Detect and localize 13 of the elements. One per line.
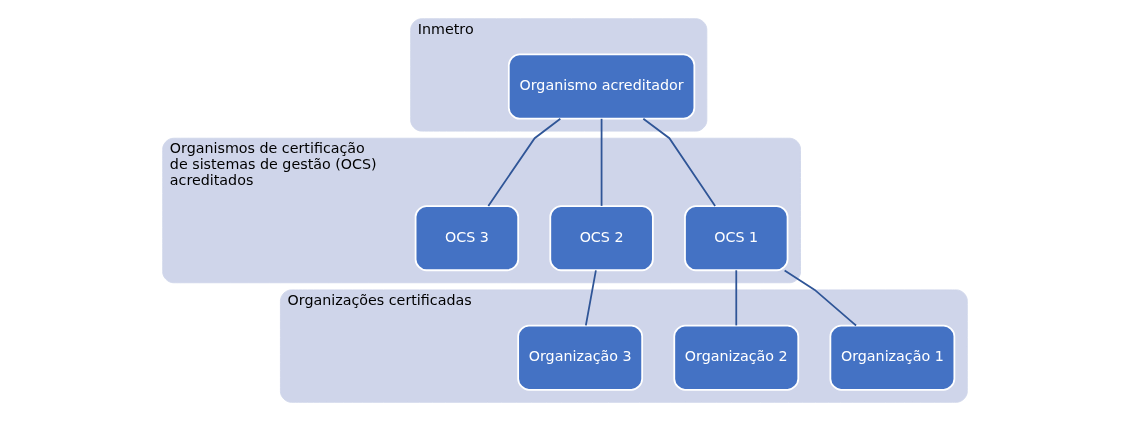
node-box: OCS 3 [414,205,520,272]
node-box: Organização 2 [673,324,800,391]
connector [642,117,716,207]
connector [783,269,857,327]
node-box: OCS 1 [684,205,789,272]
node-box: Organismo acreditador [507,53,696,120]
connector [600,117,603,207]
connector [585,269,597,327]
node-box: Organização 1 [829,324,956,391]
connector [487,117,562,207]
node-box: OCS 2 [549,205,654,272]
connector [735,269,738,327]
node-box: Organização 3 [517,324,644,391]
